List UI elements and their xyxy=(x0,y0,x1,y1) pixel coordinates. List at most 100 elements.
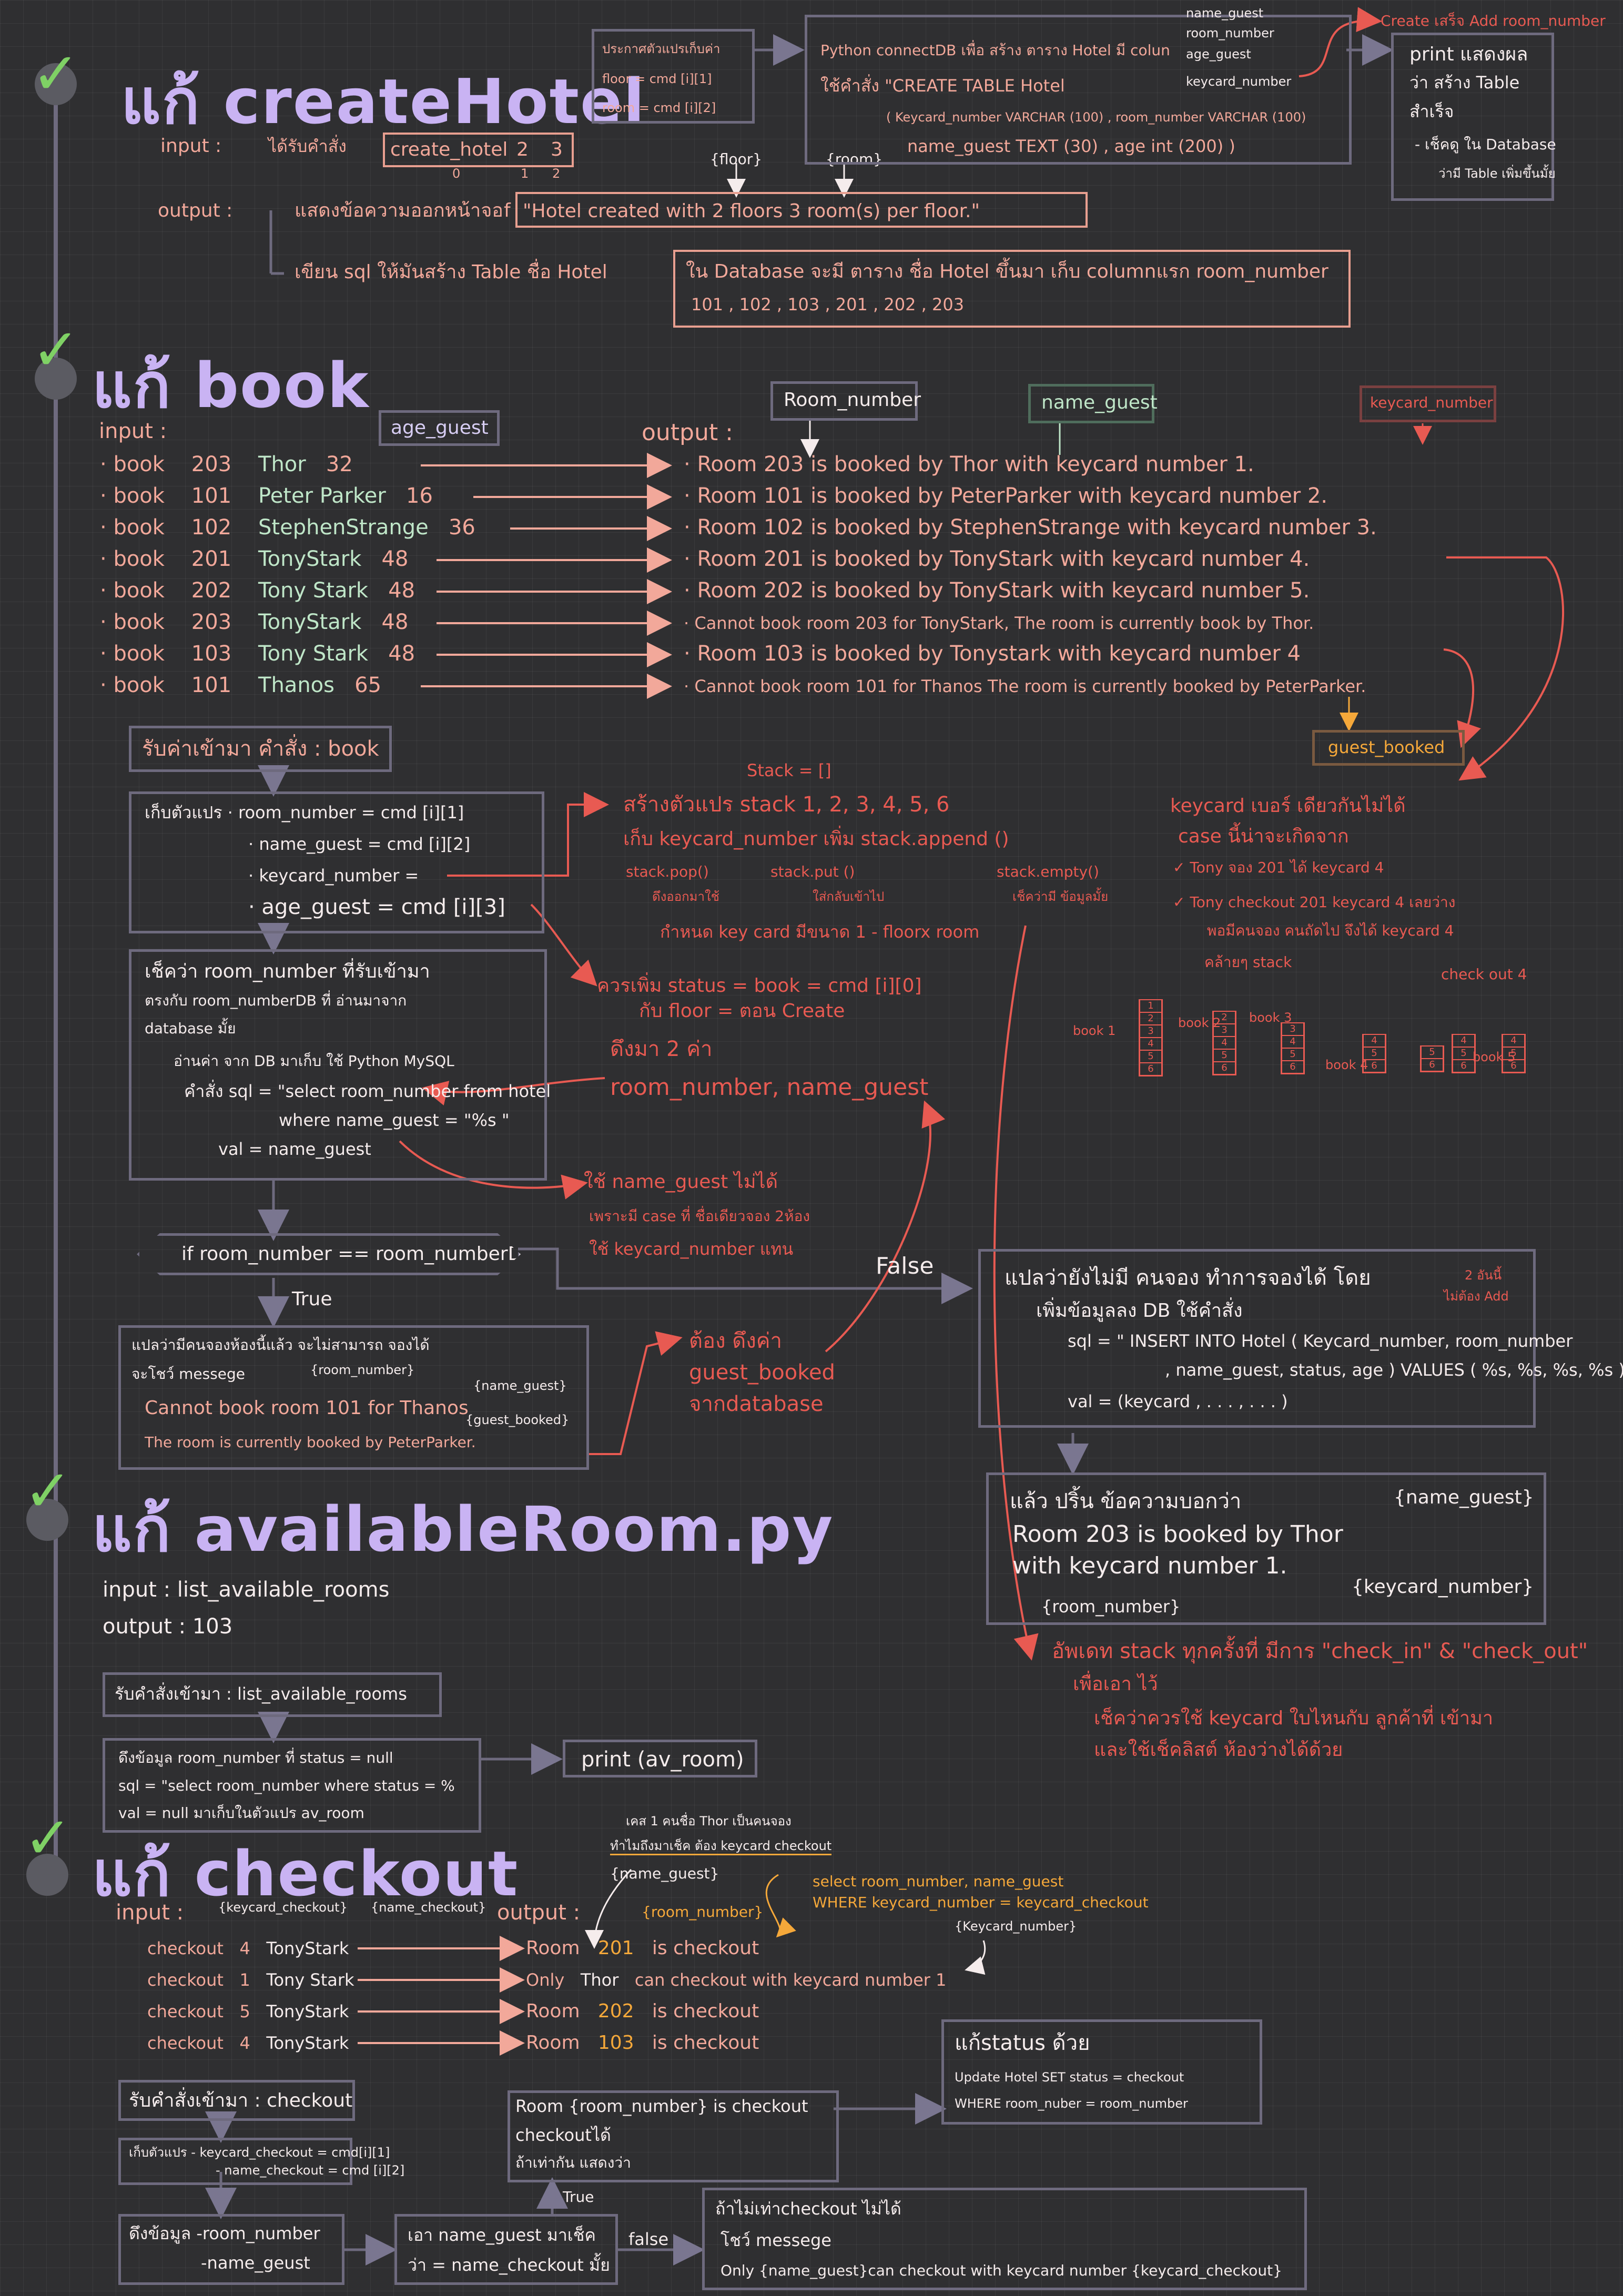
stack-empty: Stack = [] xyxy=(747,760,831,780)
update-note: อัพเดท stack ทุกครั้งที่ มีการ "check_in… xyxy=(1052,1639,1588,1663)
keycard-note: check out 4 xyxy=(1441,966,1527,983)
stack-note: เช็คว่ามี ข้อมูลมั้ย xyxy=(1012,889,1109,904)
print-av-room-box: print (av_room) xyxy=(563,1740,757,1777)
stack-cell: 6 xyxy=(1364,1059,1385,1072)
sql-desc: เขียน sql ให้มันสร้าง Table ชื่อ Hotel xyxy=(295,261,607,283)
print-line: แล้ว ปริ้น ข้อความบอกว่า xyxy=(1010,1489,1242,1513)
print-line: สำเร็จ xyxy=(1409,101,1454,121)
true-line: The room is currently booked by PeterPar… xyxy=(145,1434,476,1451)
stack-note: ดึงออกมาใช้ xyxy=(652,889,719,904)
keycard-note: case นี้น่าจะเกิดจาก xyxy=(1178,826,1349,847)
print-line: - เช็คดู ใน Database xyxy=(1415,136,1556,153)
tag-room-number: {room_number} xyxy=(642,1903,764,1921)
stack-label: book 4 xyxy=(1325,1058,1368,1072)
stack-cell: 5 xyxy=(1422,1045,1443,1058)
stack-cell: 4 xyxy=(1503,1034,1524,1047)
available-query-box: ดึงข้อมูล room_number ที่ status = null … xyxy=(103,1738,481,1833)
stack-cell: 6 xyxy=(1422,1058,1443,1071)
stack-cell: 4 xyxy=(1140,1037,1161,1050)
cmd-index: 1 xyxy=(521,166,529,181)
compare-line: เอา name_guest มาเช็ค xyxy=(408,2225,596,2245)
list-item: · book 101 Peter Parker 16 xyxy=(100,484,433,508)
fail-line: โชว์ messege xyxy=(721,2230,831,2250)
check-icon: ✓ xyxy=(24,1804,73,1872)
print-line: ว่า สร้าง Table xyxy=(1409,73,1520,93)
check-line: ตรงกับ room_numberDB ที่ อ่านมาจาก xyxy=(145,992,407,1009)
column-name: keycard_number xyxy=(1186,74,1292,89)
var-line: - name_checkout = cmd [i][2] xyxy=(216,2163,405,2178)
tag-keycard-checkout: {keycard_checkout} xyxy=(218,1900,348,1915)
stack-cell: 5 xyxy=(1503,1047,1524,1059)
check-icon: ✓ xyxy=(24,1457,73,1525)
declare-line: room = cmd [i][2] xyxy=(602,100,716,115)
select-line: WHERE keycard_number = keycard_checkout xyxy=(813,1894,1149,1911)
list-item: Room 103 is checkout xyxy=(526,2032,759,2054)
list-item: · book 203 Thor 32 xyxy=(100,452,353,476)
stack-note: stack.empty() xyxy=(997,863,1099,880)
list-item: · Room 201 is booked by TonyStark with k… xyxy=(684,547,1310,571)
section-title-checkout: แก้ checkout xyxy=(92,1837,519,1910)
checkout-note: ทำไมถึงมาเช็ค ต้อง keycard checkout xyxy=(610,1838,832,1855)
check-line: คำสั่ง sql = "select room_number from ho… xyxy=(184,1081,551,1101)
db-desc-box: ใน Database จะมี ตาราง ชื่อ Hotel ขึ้นมา… xyxy=(673,250,1351,328)
floor-tag: {floor} xyxy=(710,150,763,168)
stack-cell: 2 xyxy=(1140,1012,1161,1024)
status-line: WHERE room_nuber = room_number xyxy=(955,2096,1188,2111)
print-result-box: แล้ว ปริ้น ข้อความบอกว่า Room 203 is boo… xyxy=(986,1472,1546,1625)
py-line: name_guest TEXT (30) , age int (200) ) xyxy=(907,136,1235,156)
check-line: อ่านค่า จาก DB มาเก็บ ใช้ Python MySQL xyxy=(174,1052,454,1070)
query-line: sql = "select room_number where status =… xyxy=(118,1777,455,1794)
tag-text: guest_booked xyxy=(1328,737,1445,757)
tag-text: age_guest xyxy=(391,417,489,439)
update-note: และใช้เช็คลิสต์ ห้องว่างได้ด้วย xyxy=(1094,1739,1343,1761)
update-note: เช็คว่าควรใช้ keycard ใบไหนกับ ลูกค้าที่… xyxy=(1094,1708,1494,1729)
stack-cell: 2 xyxy=(1214,1011,1235,1023)
input-cmd-box: create_hotel 2 3 xyxy=(383,133,574,167)
status-note: กับ floor = ตอน Create xyxy=(639,1000,845,1022)
print-line: Room 203 is booked by Thor xyxy=(1012,1521,1343,1548)
pull-line: -name_geust xyxy=(201,2253,310,2273)
keycard-note: พอมีคนจอง คนถัดไป จึงได้ keycard 4 xyxy=(1207,922,1454,939)
pull-note: จากdatabase xyxy=(689,1392,824,1416)
stack-cell: 4 xyxy=(1214,1036,1235,1049)
checkout-vars-box: เก็บตัวแปร - keycard_checkout = cmd[i][1… xyxy=(118,2138,404,2185)
section-marker xyxy=(26,1499,68,1541)
stack-cell: 4 xyxy=(1453,1034,1474,1047)
check-icon: ✓ xyxy=(32,40,80,107)
tag-room-number: Room_number xyxy=(770,381,921,421)
false-label: False xyxy=(876,1253,934,1279)
tag-name-guest: name_guest xyxy=(1028,384,1158,423)
section-title-available-room: แก้ availableRoom.py xyxy=(92,1493,834,1566)
true-label: True xyxy=(563,2188,594,2206)
if-decision: if room_number == room_numberDB : xyxy=(137,1233,521,1275)
query-line: ดึงข้อมูล room_number ที่ status = null xyxy=(118,1749,393,1766)
list-item: · Room 202 is booked by TonyStark with k… xyxy=(684,578,1310,603)
create-note: Create เสร็จ Add room_number xyxy=(1381,12,1606,29)
false-label: false xyxy=(628,2229,669,2249)
tag-text: Room_number xyxy=(784,389,921,411)
get2-note: room_number, name_guest xyxy=(610,1074,929,1101)
true-box: แปลว่ามีคนจองห้องนี้แล้ว จะไม่สามารถ จอง… xyxy=(118,1325,589,1470)
check-box: เช็คว่า room_number ที่รับเข้ามา ตรงกับ … xyxy=(129,949,551,1181)
cmd-index: 2 xyxy=(552,166,561,181)
no-name-note: ใช้ name_guest ไม่ได้ xyxy=(584,1171,778,1193)
print-line: {name_guest} xyxy=(1394,1487,1534,1508)
true-line: Cannot book room 101 for Thanos xyxy=(145,1397,469,1419)
list-item: · Cannot book room 203 for TonyStark, Th… xyxy=(684,613,1314,633)
pull-note: ต้อง ดึงค่า xyxy=(689,1329,782,1353)
list-item: · Room 102 is booked by StephenStrange w… xyxy=(684,515,1377,540)
cmd-index: 0 xyxy=(452,166,461,181)
list-item: Room 202 is checkout xyxy=(526,2000,759,2022)
tag-keycard-number: keycard_number xyxy=(1360,385,1496,422)
vars-box: เก็บตัวแปร · room_number = cmd [i][1] · … xyxy=(129,791,544,933)
output-label: output : xyxy=(497,1901,581,1925)
stack-note: ใส่กลับเข้าไป xyxy=(813,889,885,904)
stack-cell: 6 xyxy=(1453,1059,1474,1072)
db-desc-line: 101 , 102 , 103 , 201 , 202 , 203 xyxy=(691,294,965,314)
